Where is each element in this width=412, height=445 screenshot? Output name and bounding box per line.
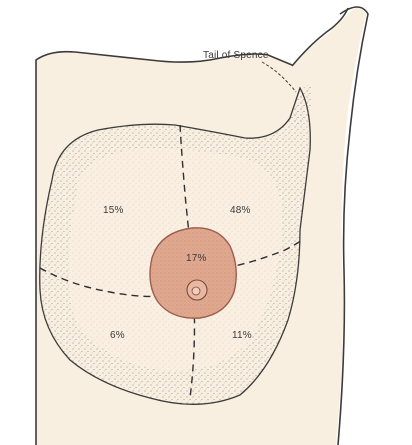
lower-inner-quadrant-percent: 11%	[232, 330, 252, 341]
central-region-percent: 17%	[186, 253, 207, 264]
nipple-center	[192, 287, 200, 295]
upper-inner-quadrant-percent: 48%	[230, 205, 251, 216]
upper-outer-quadrant-percent: 15%	[103, 205, 124, 216]
tail-of-spence-label: Tail of Spence	[203, 50, 269, 61]
lower-outer-quadrant-percent: 6%	[110, 330, 125, 341]
areola-texture	[150, 228, 236, 318]
